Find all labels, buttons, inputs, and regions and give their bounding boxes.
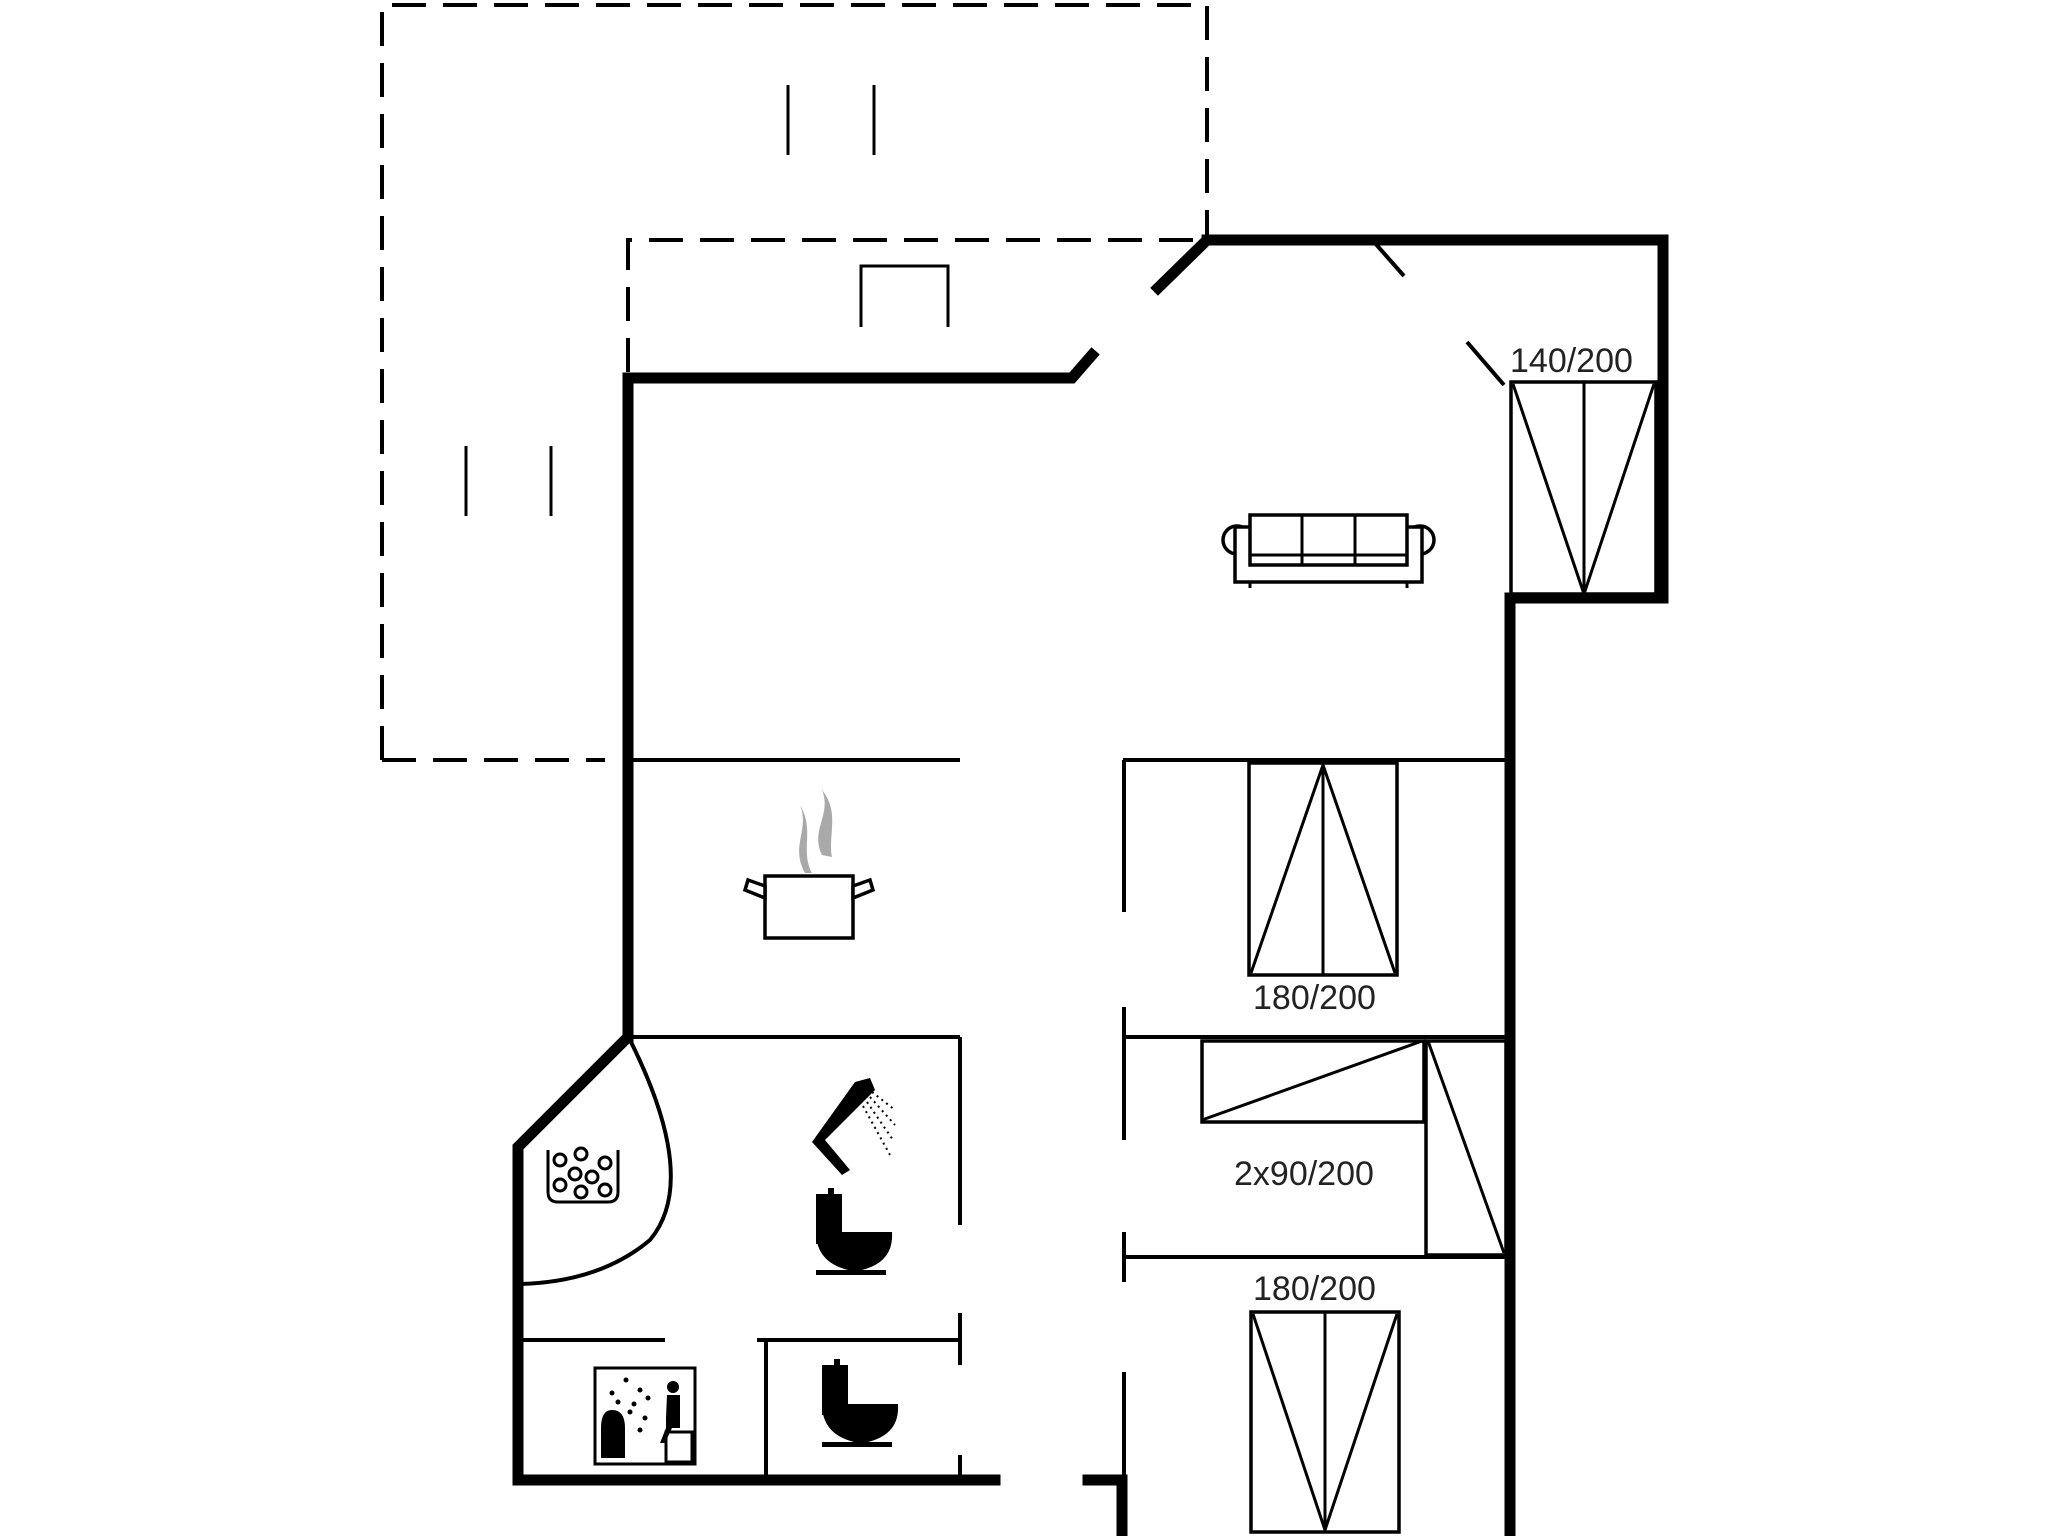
exterior-walls bbox=[512, 232, 1669, 1536]
bed-180-200-room2 bbox=[1247, 761, 1399, 977]
sauna-icon bbox=[593, 1366, 697, 1466]
spa-door-arc bbox=[519, 1039, 673, 1286]
toilet-icon bbox=[822, 1359, 899, 1447]
interior-walls bbox=[520, 758, 1508, 1480]
toilet-icon bbox=[816, 1188, 893, 1275]
bed-size-label-140-200: 140/200 bbox=[1510, 342, 1633, 380]
bed-size-label-room2: 180/200 bbox=[1253, 979, 1376, 1017]
shower-icon bbox=[812, 1078, 896, 1175]
door-marks bbox=[1372, 240, 1506, 387]
bed-size-label-room3: 2x90/200 bbox=[1234, 1155, 1374, 1193]
bed-size-label-room4: 180/200 bbox=[1253, 1270, 1376, 1308]
sofa-icon bbox=[1221, 513, 1436, 588]
bed-140-200 bbox=[1509, 380, 1658, 596]
bed-2x90-200-room3 bbox=[1200, 1039, 1508, 1257]
chimney-mark bbox=[859, 264, 950, 327]
spa-whirlpool-icon bbox=[546, 1146, 620, 1204]
terrace-outline bbox=[380, 3, 1209, 762]
terrace-post-marks bbox=[464, 85, 876, 516]
bed-180-200-room4 bbox=[1249, 1310, 1401, 1534]
cooking-pot-icon bbox=[742, 790, 876, 940]
